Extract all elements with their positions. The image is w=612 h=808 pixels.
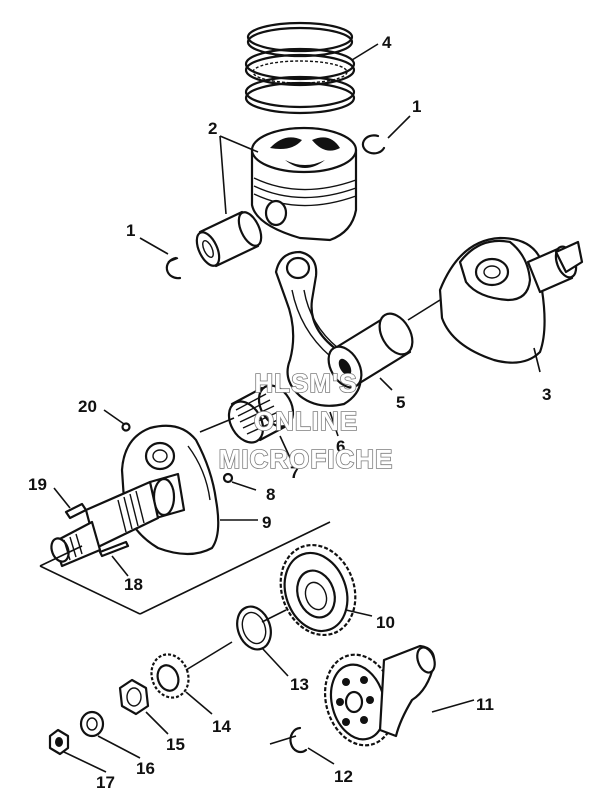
callout-16: 16 [136,759,155,778]
callout-6: 6 [336,437,345,456]
watermark-line3: MICROFICHE [219,444,394,474]
piston [250,126,358,242]
callout-20: 20 [78,397,97,416]
callout-10: 10 [376,613,395,632]
splined-nut [150,653,190,699]
circlip-12 [289,726,308,754]
callout-18: 18 [124,575,143,594]
needle-bearing [227,384,295,444]
alignment-pin [98,540,130,558]
callout-7: 7 [290,463,299,482]
piston-rings [244,21,356,115]
nut-15 [118,678,150,716]
circlip-upper [361,134,386,155]
callout-17: 17 [96,773,115,792]
callout-5: 5 [396,393,405,412]
balancer-gear-shaft [323,644,436,747]
callout-3: 4 [382,33,392,52]
callout-15: 15 [166,735,185,754]
nut-17 [48,728,70,756]
small-ball-8 [222,472,234,484]
washer-13 [236,605,272,651]
callout-9: 9 [262,513,271,532]
axis-lines [167,257,441,745]
callout-19: 19 [28,475,47,494]
circlip-lower [165,256,182,280]
primary-gear [279,543,357,637]
wrist-pin [195,210,263,268]
callout-13: 13 [290,675,309,694]
callout-11: 11 [476,695,494,714]
watermark-line2: ONLINE [254,406,358,436]
callout-14: 14 [212,717,231,736]
washer-16 [79,710,105,738]
assembly-bracket [39,521,331,615]
crank-pin [327,312,414,389]
woodruff-key [64,502,88,520]
callout-1-lower: 1 [126,221,135,240]
watermark-line1: HLSM'S [254,368,357,398]
callout-labels: 4 1 2 1 3 5 6 7 8 9 20 19 18 10 13 11 12… [28,33,551,792]
small-ball-20 [121,422,131,432]
leader-lines [53,43,541,773]
callout-4: 3 [542,385,551,404]
callout-8: 8 [266,485,275,504]
crankshaft-left-half [50,424,220,568]
crankshaft-right-half [438,236,584,364]
callout-1-upper: 1 [412,97,421,116]
callout-12: 12 [334,767,353,786]
watermark: HLSM'S ONLINE MICROFICHE [218,367,394,475]
callout-2: 2 [208,119,217,138]
